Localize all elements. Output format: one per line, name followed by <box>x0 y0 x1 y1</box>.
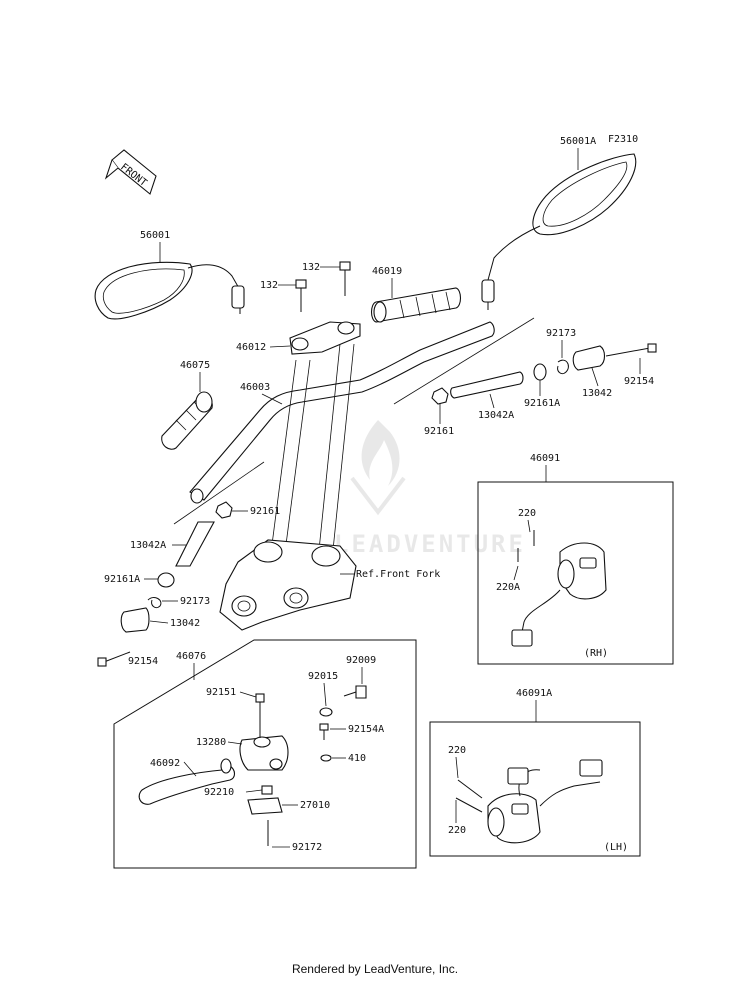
label-46019: 46019 <box>372 266 402 277</box>
bolt-132-left <box>295 279 307 312</box>
label-27010: 27010 <box>300 800 330 811</box>
label-56001A: 56001A <box>560 136 596 147</box>
label-92009: 92009 <box>346 655 376 666</box>
label-132-left: 132 <box>260 280 278 291</box>
label-46076: 46076 <box>176 651 206 662</box>
rh-switch-box <box>477 481 674 665</box>
right-mirror <box>481 153 637 310</box>
right-grip <box>370 287 462 323</box>
label-46012: 46012 <box>236 342 266 353</box>
watermark: LEADVENTURE <box>334 420 526 558</box>
label-46075: 46075 <box>180 360 210 371</box>
bolt-132-right <box>339 261 351 296</box>
label-92210: 92210 <box>204 787 234 798</box>
label-92172: 92172 <box>292 842 322 853</box>
figure-code: F2310 <box>608 134 638 145</box>
top-bridge <box>219 539 357 631</box>
left-mirror <box>94 261 245 320</box>
label-13280: 13280 <box>196 737 226 748</box>
label-92161A-r: 92161A <box>524 398 560 409</box>
rh-switch-housing <box>511 530 607 647</box>
front-arrow-badge: FRONT <box>104 149 157 195</box>
label-220-rh: 220 <box>518 508 536 519</box>
handlebar <box>189 321 495 504</box>
label-220A-rh: 220A <box>496 582 520 593</box>
label-13042A-r: 13042A <box>478 410 514 421</box>
left-balancer-parts <box>97 501 233 667</box>
label-92151: 92151 <box>206 687 236 698</box>
lh-switch-box <box>429 721 641 857</box>
ref-front-fork: Ref.Front Fork <box>356 569 440 580</box>
handlebar-clamp <box>289 321 361 355</box>
label-220-lh-bot: 220 <box>448 825 466 836</box>
label-46003: 46003 <box>240 382 270 393</box>
label-46092: 46092 <box>150 758 180 769</box>
left-grip <box>161 391 213 450</box>
label-132-top: 132 <box>302 262 320 273</box>
right-balancer-parts <box>431 343 657 405</box>
label-92154-l: 92154 <box>128 656 158 667</box>
label-92161A-l: 92161A <box>104 574 140 585</box>
footer-credit: Rendered by LeadVenture, Inc. <box>291 962 459 976</box>
label-410: 410 <box>348 753 366 764</box>
label-220-lh-top: 220 <box>448 745 466 756</box>
front-fork-tubes <box>269 343 355 561</box>
label-92161-l: 92161 <box>250 506 280 517</box>
label-46091: 46091 <box>530 453 560 464</box>
lh-box-tag: (LH) <box>604 842 628 853</box>
label-92173-r: 92173 <box>546 328 576 339</box>
clutch-lever-assembly <box>138 685 367 846</box>
clutch-lever-box <box>113 639 417 869</box>
rh-box-tag: (RH) <box>584 648 608 659</box>
label-92015: 92015 <box>308 671 338 682</box>
label-13042A-l: 13042A <box>130 540 166 551</box>
label-92173-l: 92173 <box>180 596 210 607</box>
lh-switch-housing <box>455 759 603 844</box>
label-92161-r: 92161 <box>424 426 454 437</box>
watermark-text: LEADVENTURE <box>334 530 526 558</box>
label-56001: 56001 <box>140 230 170 241</box>
label-92154A: 92154A <box>348 724 384 735</box>
label-46091A: 46091A <box>516 688 552 699</box>
label-13042-l: 13042 <box>170 618 200 629</box>
label-13042-r: 13042 <box>582 388 612 399</box>
label-92154-r: 92154 <box>624 376 654 387</box>
